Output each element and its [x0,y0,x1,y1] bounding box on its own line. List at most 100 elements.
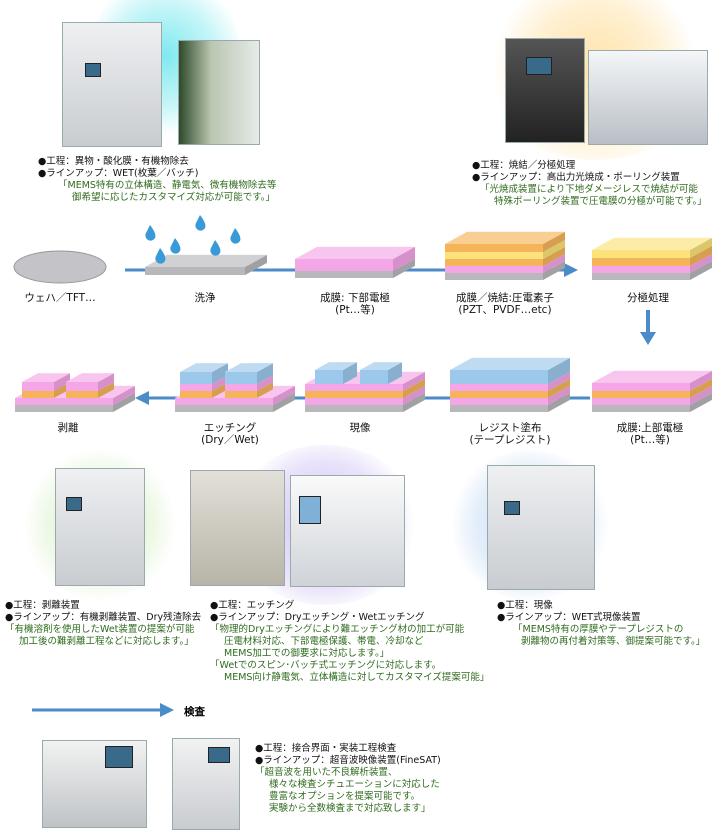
process-text: ●工程：接合界面・実装工程検査 [255,743,397,754]
info-cleaning: ●工程：異物・酸化膜・有機物除去 ●ラインアップ：WET(枚葉／バッチ) 「ME… [38,156,276,204]
resist-stack-layer-side [548,392,570,412]
label-sub: (Dry／Wet) [201,434,259,446]
poling-stack-side-shade [690,253,712,273]
resist-stack-layer-side [548,357,570,384]
step-bottom-electrode-label: 成膜: 下部電極(Pt…等) [320,292,390,316]
resist-stack-layer-side [548,385,570,405]
piezo-stack-side-shade [543,260,565,280]
cleaning-substrate-layer-side [245,254,267,275]
resist-island-layer-side [388,362,402,384]
poling-stack-layer-front [592,250,690,258]
resist-island-top [315,362,357,370]
piezo-stack-layer-side [543,253,565,273]
info-developing: ●工程：現像 ●ラインアップ：WET式現像装置 「MEMS特有の厚膜やテープレジ… [497,600,705,648]
etched-island-layer-side [212,363,228,384]
developing-stack-layer-side [403,378,425,398]
cleaning-line-photo [178,40,260,145]
piezo-stack-side-shade [543,239,565,259]
developing-stack-layer-side [403,371,425,391]
step-developing-label: 現像 [349,422,371,434]
lineup-text: ●ラインアップ：超音波映像装置(FineSAT) [255,755,441,766]
etched-island-layer-front [225,372,257,384]
developing-stack-side-shade [403,371,425,391]
bottom-electrode-stack-layer-front [295,271,393,278]
stripping-stack-layer-side [113,385,135,405]
cleaning-substrate-top [145,254,267,267]
cleaning-equipment-photo [62,22,162,147]
dry-etching-photo [190,470,285,586]
piezo-stack-layer-side [543,260,565,280]
label-sub: (PZT、PVDF…etc) [458,304,552,316]
resist-stack-layer-side [548,378,570,398]
water-drop-icon [195,215,206,231]
note-line: 「超音波を用いた不良解析装置、 [255,767,398,778]
lineup-text: ●ラインアップ：Dryエッチング・Wetエッチング [210,612,425,623]
finesat-photo-1 [42,740,147,828]
stripped-island-layer-side [98,373,114,391]
top-electrode-stack-layer-front [592,405,690,412]
note-line: 「MEMS特有の厚膜やテープレジストの [513,624,684,635]
developing-stack-layer-front [305,391,403,398]
resist-island-layer-front [315,370,343,384]
finesat-photo-2 [172,738,240,830]
etched-island-layer-front [180,384,212,391]
poling-stack-top [592,237,712,250]
step-top-electrode-label: 成膜:上部電極(Pt…等) [617,422,684,446]
stripped-island-layer-side [54,373,70,391]
resist-stack-layer-front [450,398,548,405]
top-electrode-stack-layer-front [592,391,690,398]
etched-island-side-shade [257,382,273,398]
piezo-stack-layer-side [543,239,565,259]
info-etching: ●工程：エッチング ●ラインアップ：Dryエッチング・Wetエッチング 「物理的… [210,600,489,684]
bottom-electrode-stack-layer-side [393,258,415,278]
lineup-text: ●ラインアップ：有機剥離装置、Dry残渣除去 [5,612,202,623]
arrowhead-right [564,263,578,277]
resist-stack-layer-front [450,391,548,398]
poling-stack-layer-side [690,253,712,273]
etched-island-side-shade [212,363,228,384]
process-text: ●工程：剥離装置 [5,600,80,611]
poling-stack-layer-side [690,245,712,266]
step-stripping-label: 剥離 [57,422,79,434]
water-drop-icon [170,238,181,254]
note-line: 豊富なオプションを提案可能です。 [269,791,421,802]
resist-stack-side-shade [548,371,570,391]
etched-island-side-shade [212,375,228,391]
top-electrode-stack-layer-side [690,392,712,412]
etching-stack-side-shade [273,385,295,405]
resist-stack-layer-front [450,405,548,412]
bottom-electrode-stack-side-shade [393,246,415,271]
label-sub: (Pt…等) [335,304,375,316]
stripped-island-layer-front [66,382,98,391]
stripping-stack-side-shade [113,392,135,412]
resist-island-top-light [315,362,357,370]
piezo-stack-layer-side [543,231,565,252]
poling-equipment-photo [588,50,708,145]
top-electrode-stack-layer-front [592,383,690,391]
info-inspection: ●工程：接合界面・実装工程検査 ●ラインアップ：超音波映像装置(FineSAT)… [255,743,441,815]
note-line: 圧電材料対応、下部電極保護、帯電、冷却など [224,636,424,647]
lineup-text: ●ラインアップ：高出力光焼成・ポーリング装置 [472,172,680,183]
developing-stack-side-shade [403,392,425,412]
etched-island-top [180,363,228,372]
bottom-electrode-stack-top-light [295,246,415,259]
piezo-stack-side-shade [543,253,565,273]
etched-island-layer-front [180,372,212,384]
piezo-stack-side-shade [543,246,565,266]
resist-stack-side-shade [548,378,570,398]
cleaning-substrate-top-light [145,254,267,267]
step-wafer-label: ウェハ／TFT… [24,292,96,304]
step-poling-label: 分極処理 [627,292,669,304]
etching-stack-layer-side [273,385,295,405]
note-line: 剥離物の再付着対策等、御提案可能です。」 [521,636,706,647]
poling-stack-layer-front [592,266,690,273]
top-electrode-stack-side-shade [690,378,712,398]
resist-stack-top [450,357,570,370]
arrowhead-down [640,332,656,345]
etched-island-top-light [180,363,228,372]
process-text: ●工程：異物・酸化膜・有機物除去 [38,156,189,167]
water-drop-icon [210,240,221,256]
water-drop-icon [155,248,166,264]
